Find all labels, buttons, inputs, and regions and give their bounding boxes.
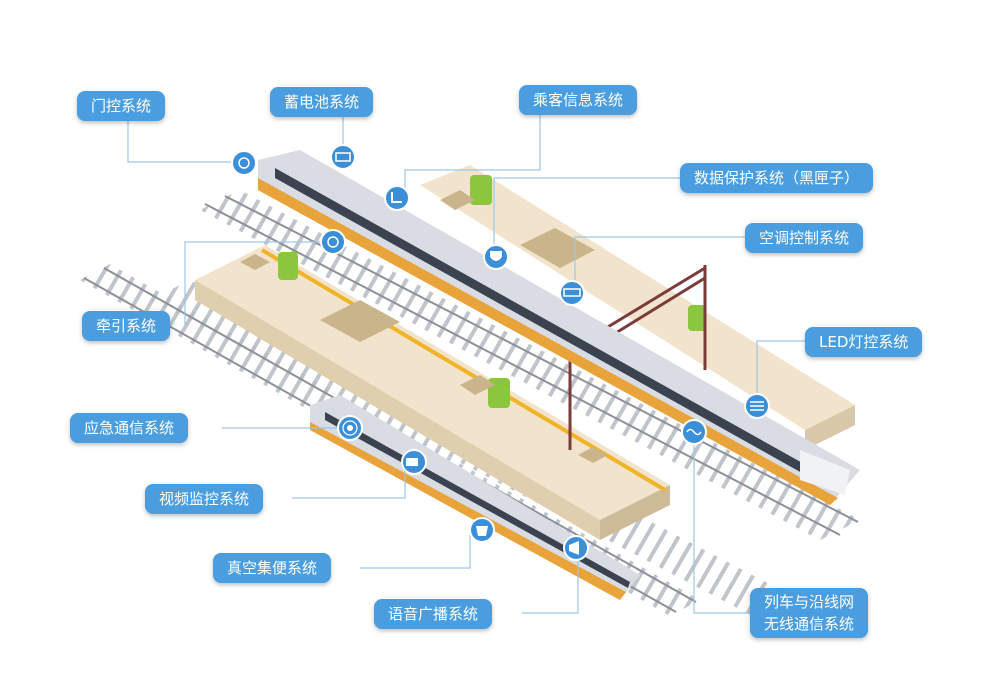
- connector-lines: [127, 115, 805, 614]
- seat-icon: [384, 185, 410, 211]
- label-hvac: 空调控制系统: [745, 223, 864, 253]
- trees: [278, 175, 706, 408]
- toilet-icon: [469, 517, 495, 543]
- label-passenger-info: 乘客信息系统: [519, 85, 638, 115]
- label-cctv: 视频监控系统: [145, 484, 264, 514]
- ac-icon: [559, 280, 585, 306]
- label-emergency-comm: 应急通信系统: [70, 413, 189, 443]
- label-black-box: 数据保护系统（黑匣子）: [680, 163, 874, 193]
- system-icons: [231, 144, 770, 561]
- shield-icon: [483, 244, 509, 270]
- shelters: [240, 190, 608, 463]
- platform-rear: [420, 165, 855, 450]
- clock-icon: [320, 229, 346, 255]
- sliders-icon: [744, 393, 770, 419]
- label-line-2: 无线通信系统: [764, 615, 855, 633]
- antenna-icon: [337, 415, 363, 441]
- wave-icon: [681, 419, 707, 445]
- label-line-1: 列车与沿线网: [764, 593, 855, 611]
- label-led-lighting: LED灯控系统: [805, 327, 923, 357]
- label-traction: 牵引系统: [82, 311, 171, 341]
- camera-icon: [401, 449, 427, 475]
- train-lower: [310, 395, 640, 600]
- label-public-address: 语音广播系统: [374, 599, 493, 629]
- label-train-wayside-wireless: 列车与沿线网 无线通信系统: [750, 588, 869, 638]
- label-vacuum-toilet: 真空集便系统: [213, 553, 332, 583]
- clock-icon: [231, 150, 257, 176]
- megaphone-icon: [563, 535, 589, 561]
- label-battery: 蓄电池系统: [270, 87, 374, 117]
- label-door-control: 门控系统: [77, 91, 166, 121]
- battery-icon: [330, 144, 356, 170]
